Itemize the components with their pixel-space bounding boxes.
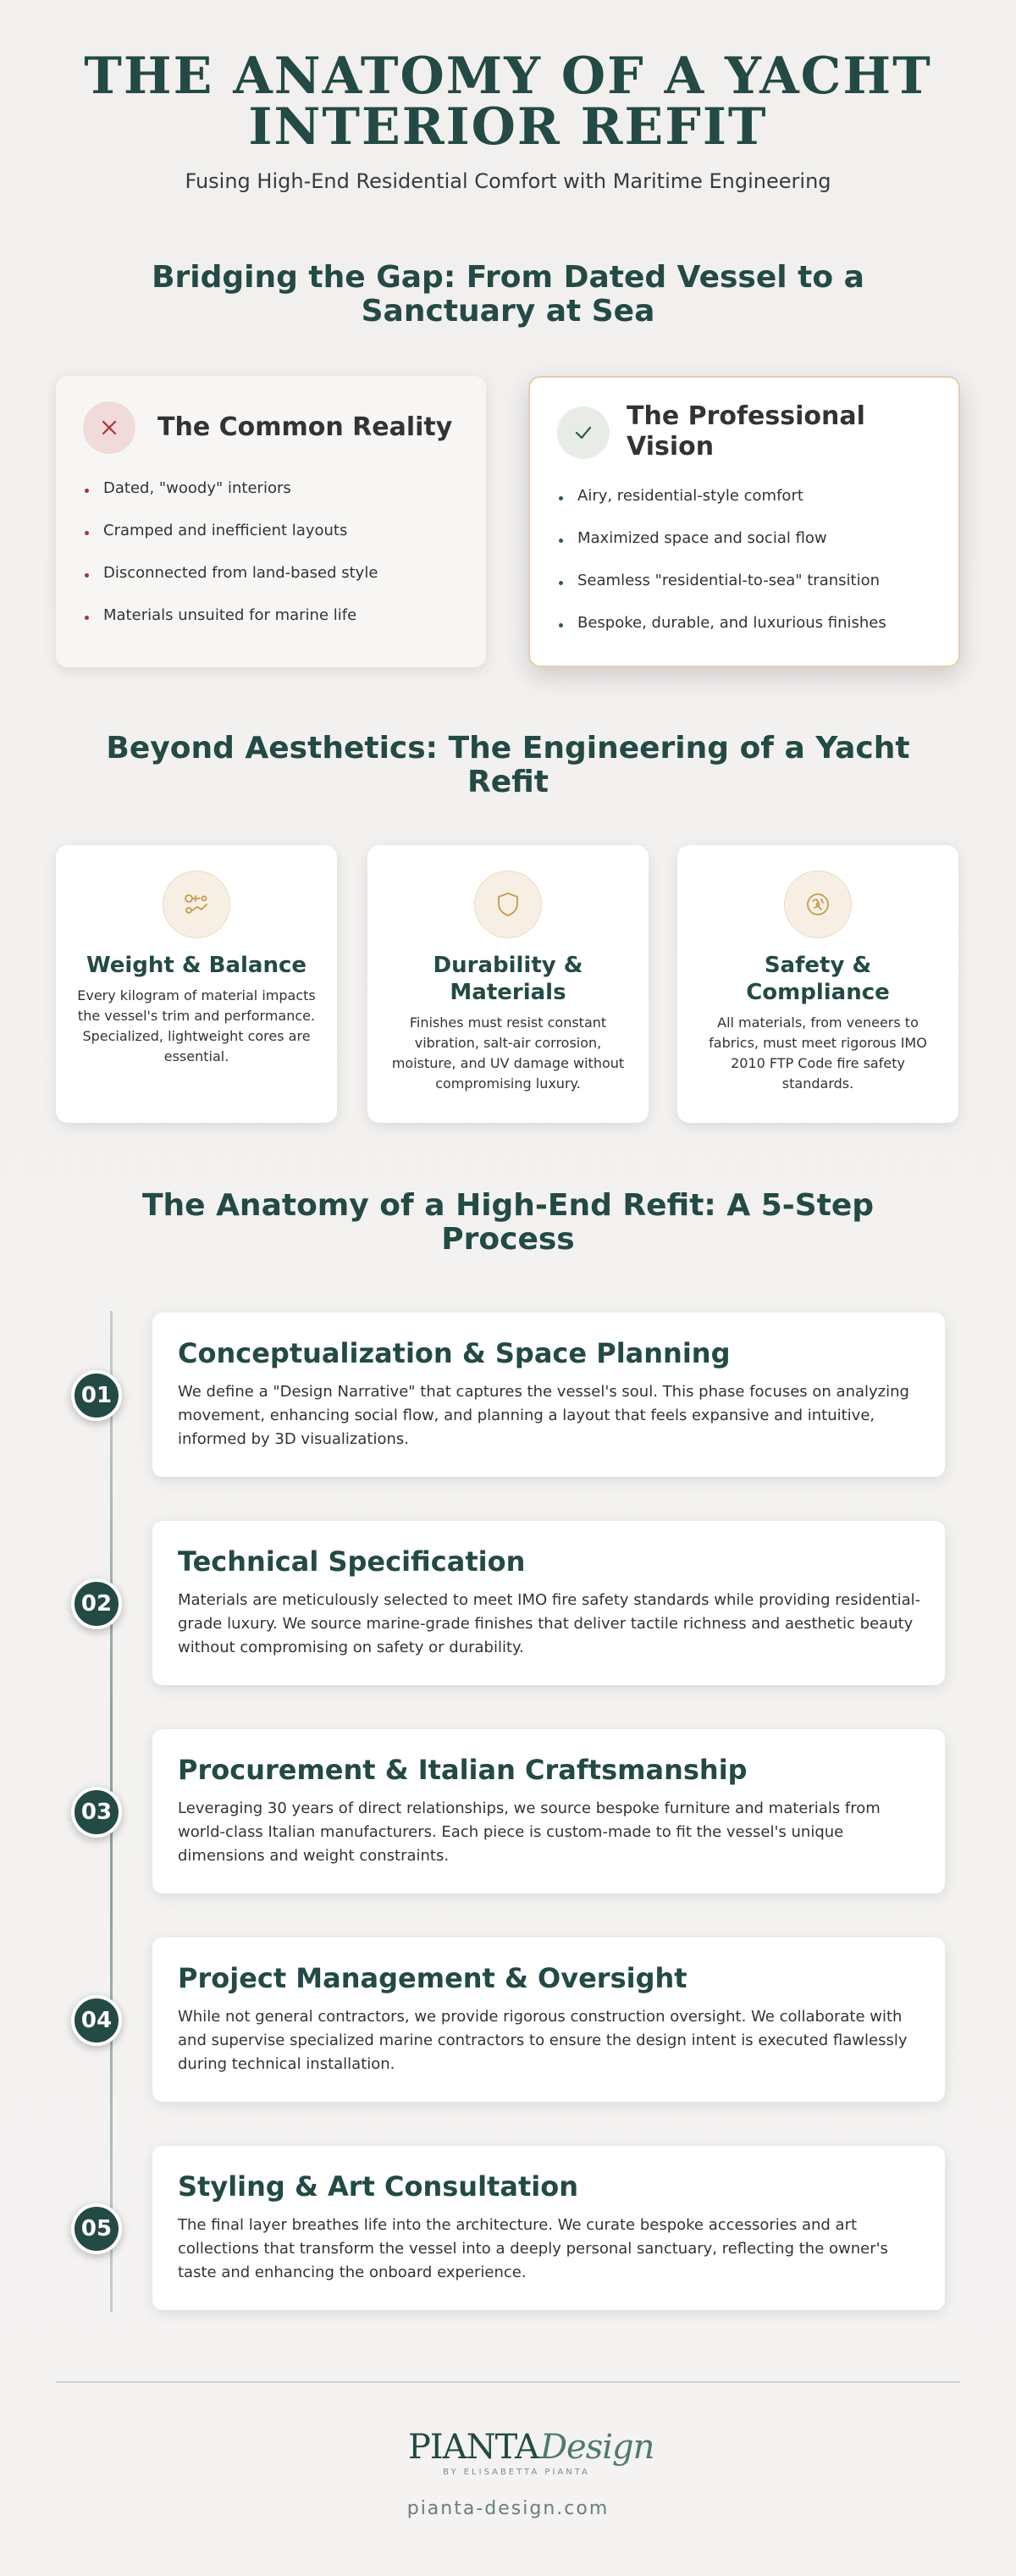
- step-card-styling-art: Styling & Art Consultation The final lay…: [152, 2146, 945, 2310]
- step-title: Conceptualization & Space Planning: [178, 1337, 731, 1369]
- shield-icon: [474, 871, 542, 938]
- section-title-comparison: Bridging the Gap: From Dated Vessel to a…: [152, 260, 864, 329]
- step-number-badge: 01: [71, 1370, 122, 1421]
- step-title: Styling & Art Consultation: [178, 2170, 578, 2203]
- logo-wordmark: PIANTA: [408, 2428, 539, 2467]
- step-card-project-management: Project Management & Oversight While not…: [152, 1938, 945, 2102]
- section-title-process: The Anatomy of a High-End Refit: A 5-Ste…: [141, 1188, 875, 1257]
- safety-compliance-card: Safety & Compliance All materials, from …: [677, 845, 958, 1123]
- weight-balance-title: Weight & Balance: [86, 953, 306, 978]
- step-card-conceptualization: Conceptualization & Space Planning We de…: [152, 1313, 945, 1477]
- balance-scale-icon: [163, 871, 230, 938]
- step-description: Materials are meticulously selected to m…: [178, 1591, 921, 1656]
- common-reality-title: The Common Reality: [157, 412, 453, 442]
- list-item: Bespoke, durable, and luxurious finishes: [555, 613, 886, 655]
- website-url[interactable]: pianta-design.com: [406, 2498, 610, 2519]
- logo-tagline: BY ELISABETTA PIANTA: [443, 2468, 590, 2477]
- weight-balance-card: Weight & Balance Every kilogram of mater…: [56, 845, 337, 1123]
- weight-balance-description: Every kilogram of material impacts the v…: [77, 987, 316, 1064]
- step-description: The final layer breathes life into the a…: [178, 2216, 888, 2281]
- step-card-technical-specification: Technical Specification Materials are me…: [152, 1521, 945, 1685]
- safety-compliance-title: Safety & Compliance: [746, 953, 890, 1005]
- step-title: Procurement & Italian Craftsmanship: [178, 1754, 748, 1786]
- step-title: Project Management & Oversight: [178, 1962, 687, 1994]
- list-item: Cramped and inefficient layouts: [81, 521, 378, 563]
- step-title: Technical Specification: [178, 1545, 526, 1578]
- page-title: THE ANATOMY OF A YACHT INTERIOR REFIT: [84, 47, 932, 157]
- page-subtitle: Fusing High-End Residential Comfort with…: [185, 169, 831, 193]
- durability-materials-description: Finishes must resist constant vibration,…: [391, 1014, 625, 1092]
- common-reality-card: The Common Reality Dated, "woody" interi…: [56, 376, 486, 667]
- section-title-engineering: Beyond Aesthetics: The Engineering of a …: [106, 731, 910, 799]
- professional-vision-list: Airy, residential-style comfort Maximize…: [555, 486, 886, 655]
- durability-materials-title: Durability & Materials: [433, 953, 583, 1005]
- step-description: While not general contractors, we provid…: [178, 2008, 908, 2073]
- x-icon: [83, 401, 135, 454]
- list-item: Seamless "residential-to-sea" transition: [555, 571, 886, 613]
- step-number-badge: 04: [71, 1995, 122, 2046]
- list-item: Materials unsuited for marine life: [81, 605, 378, 648]
- list-item: Dated, "woody" interiors: [81, 478, 378, 521]
- professional-vision-card: The Professional Vision Airy, residentia…: [528, 376, 960, 667]
- check-icon: [557, 406, 610, 459]
- compliance-badge-icon: [784, 871, 852, 938]
- brand-logo: PIANTADesign: [408, 2427, 654, 2468]
- step-number-badge: 05: [71, 2203, 122, 2254]
- durability-materials-card: Durability & Materials Finishes must res…: [367, 845, 649, 1123]
- list-item: Maximized space and social flow: [555, 528, 886, 571]
- list-item: Airy, residential-style comfort: [555, 486, 886, 528]
- list-item: Disconnected from land-based style: [81, 563, 378, 605]
- professional-vision-title: The Professional Vision: [627, 401, 865, 462]
- common-reality-list: Dated, "woody" interiors Cramped and ine…: [81, 478, 378, 648]
- step-number-badge: 03: [71, 1787, 122, 1838]
- logo-script: Design: [539, 2428, 654, 2467]
- safety-compliance-description: All materials, from veneers to fabrics, …: [709, 1014, 927, 1092]
- step-number-badge: 02: [71, 1578, 122, 1629]
- footer-divider: [56, 2381, 960, 2383]
- step-description: We define a "Design Narrative" that capt…: [178, 1383, 909, 1448]
- step-description: Leveraging 30 years of direct relationsh…: [178, 1799, 881, 1865]
- step-card-procurement: Procurement & Italian Craftsmanship Leve…: [152, 1729, 945, 1893]
